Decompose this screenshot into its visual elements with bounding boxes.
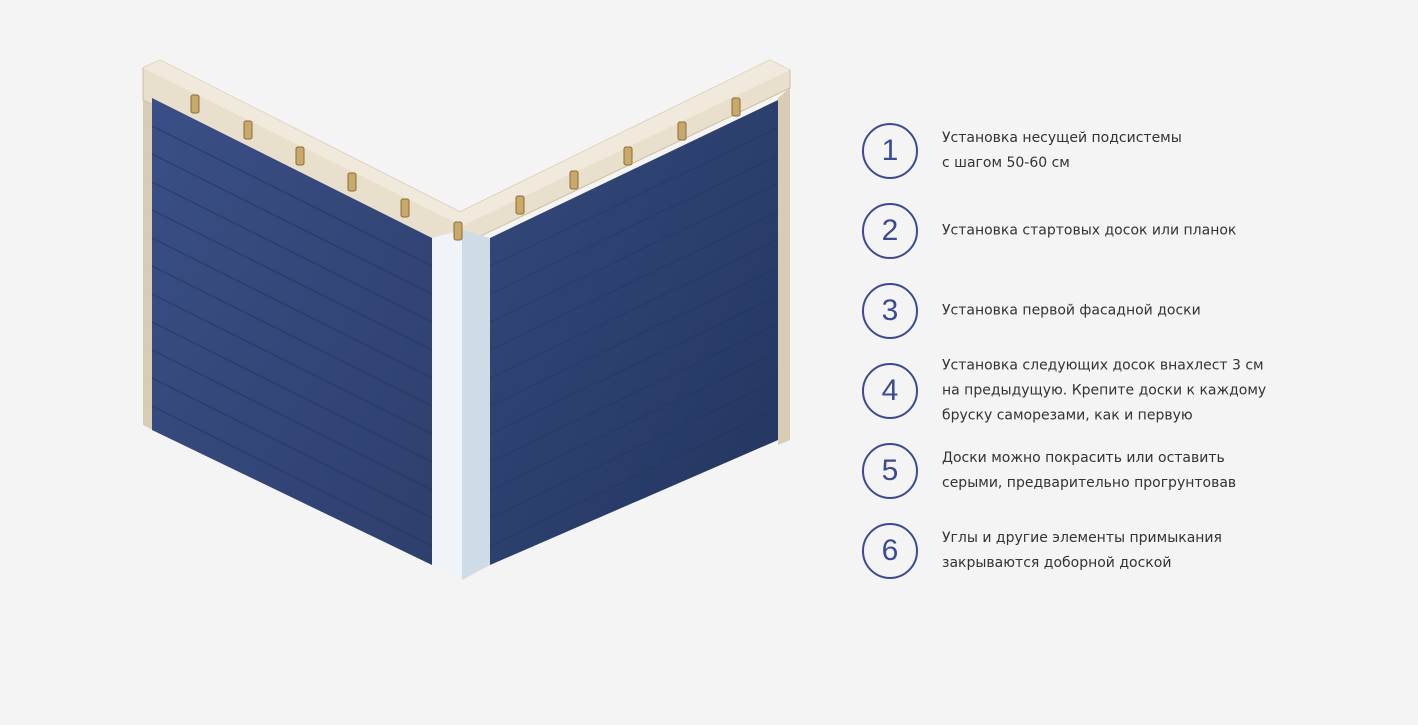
screw-icon xyxy=(243,120,253,140)
step-item: 6 Углы и другие элементы примыкания закры… xyxy=(862,523,1222,579)
step-item: 1 Установка несущей подсистемы с шагом 50… xyxy=(862,123,1182,179)
board-seam xyxy=(151,265,433,407)
step-number-circle: 1 xyxy=(862,123,918,179)
board-seam xyxy=(489,323,779,463)
step-item: 2 Установка стартовых досок или планок xyxy=(862,203,1236,259)
screw-icon xyxy=(190,94,200,114)
step-number-circle: 3 xyxy=(862,283,918,339)
board-seam xyxy=(151,293,433,435)
board-seam xyxy=(489,239,779,379)
right-wall-boards xyxy=(489,127,779,547)
step-item: 3 Установка первой фасадной доски xyxy=(862,283,1201,339)
step-item: 4 Установка следующих досок внахлест 3 см… xyxy=(862,358,1266,424)
board-seam xyxy=(489,267,779,407)
corner-trim xyxy=(432,230,462,580)
step-text: Углы и другие элементы примыкания закрыв… xyxy=(942,530,1222,571)
board-seam xyxy=(151,209,433,351)
board-seam xyxy=(489,183,779,323)
screw-icon xyxy=(400,198,410,218)
board-seam xyxy=(489,211,779,351)
step-item: 5 Доски можно покрасить или оставить серы… xyxy=(862,443,1236,499)
right-wall-panel xyxy=(490,100,778,565)
screw-icon xyxy=(623,146,633,166)
board-seam xyxy=(151,125,433,267)
board-seam xyxy=(489,351,779,491)
step-number-circle: 2 xyxy=(862,203,918,259)
screw-icon xyxy=(677,121,687,141)
board-seam xyxy=(489,379,779,519)
board-seam xyxy=(151,349,433,491)
step-text: Доски можно покрасить или оставить серым… xyxy=(942,450,1237,491)
step-text: Установка первой фасадной доски xyxy=(942,302,1201,319)
step-number-circle: 4 xyxy=(862,363,918,419)
screw-icon xyxy=(515,195,525,215)
step-number-circle: 5 xyxy=(862,443,918,499)
fastener-screws xyxy=(190,94,741,241)
step-text: Установка стартовых досок или планок xyxy=(942,222,1237,239)
subframe-left xyxy=(143,78,153,430)
step-text: Установка следующих досок внахлест 3 см … xyxy=(942,357,1267,424)
board-seam xyxy=(489,127,779,267)
board-seam xyxy=(489,295,779,435)
step-text: Установка несущей подсистемы с шагом 50-… xyxy=(942,130,1182,171)
facade-corner-illustration xyxy=(142,59,791,580)
screw-icon xyxy=(569,170,579,190)
screw-icon xyxy=(731,97,741,117)
screw-icon xyxy=(295,146,305,166)
screw-icon xyxy=(347,172,357,192)
board-seam xyxy=(151,377,433,519)
left-wall-panel xyxy=(152,98,432,565)
screw-icon xyxy=(453,221,463,241)
board-seam xyxy=(489,407,779,547)
board-seam xyxy=(151,405,433,547)
board-seam xyxy=(489,155,779,295)
board-seam xyxy=(151,321,433,463)
subframe-right xyxy=(778,88,790,445)
board-seam xyxy=(151,153,433,295)
board-seam xyxy=(151,237,433,379)
board-seam xyxy=(151,181,433,323)
left-wall-boards xyxy=(151,125,433,547)
step-number-circle: 6 xyxy=(862,523,918,579)
